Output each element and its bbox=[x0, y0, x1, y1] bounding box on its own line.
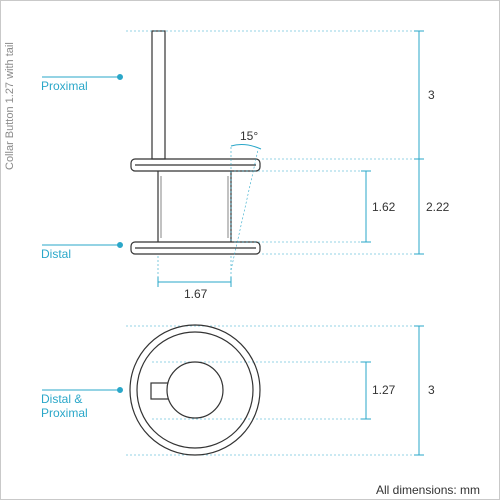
label-proximal: Proximal bbox=[41, 79, 88, 93]
tail-stub bbox=[150, 382, 170, 400]
leader-lines bbox=[42, 74, 123, 393]
dimension-outer-diameter: 3 bbox=[428, 383, 435, 397]
inner-flange-circle bbox=[136, 331, 254, 449]
dimension-angle: 15° bbox=[240, 129, 259, 143]
dimension-inner-height: 1.62 bbox=[372, 200, 396, 214]
distal-flange bbox=[130, 241, 261, 255]
dimension-lines bbox=[157, 30, 424, 456]
bottom-view bbox=[129, 324, 261, 456]
dimension-body-width: 1.67 bbox=[184, 287, 208, 301]
drawing-title: Collar Button 1.27 with tail bbox=[4, 42, 16, 170]
extension-lines bbox=[126, 30, 412, 456]
hole-circle bbox=[166, 361, 224, 419]
proximal-flange bbox=[130, 158, 261, 172]
dimension-total-height: 2.22 bbox=[426, 200, 450, 214]
label-distal-proximal-line2: Proximal bbox=[41, 406, 88, 420]
label-distal: Distal bbox=[41, 247, 72, 261]
tail-rod bbox=[151, 30, 166, 160]
outer-circle bbox=[129, 324, 261, 456]
dimension-tail-length: 3 bbox=[428, 88, 435, 102]
footer-units-note: All dimensions: mm bbox=[376, 483, 481, 497]
label-distal-proximal-line1: Distal & bbox=[41, 392, 83, 406]
dimension-hole-diameter: 1.27 bbox=[372, 383, 396, 397]
